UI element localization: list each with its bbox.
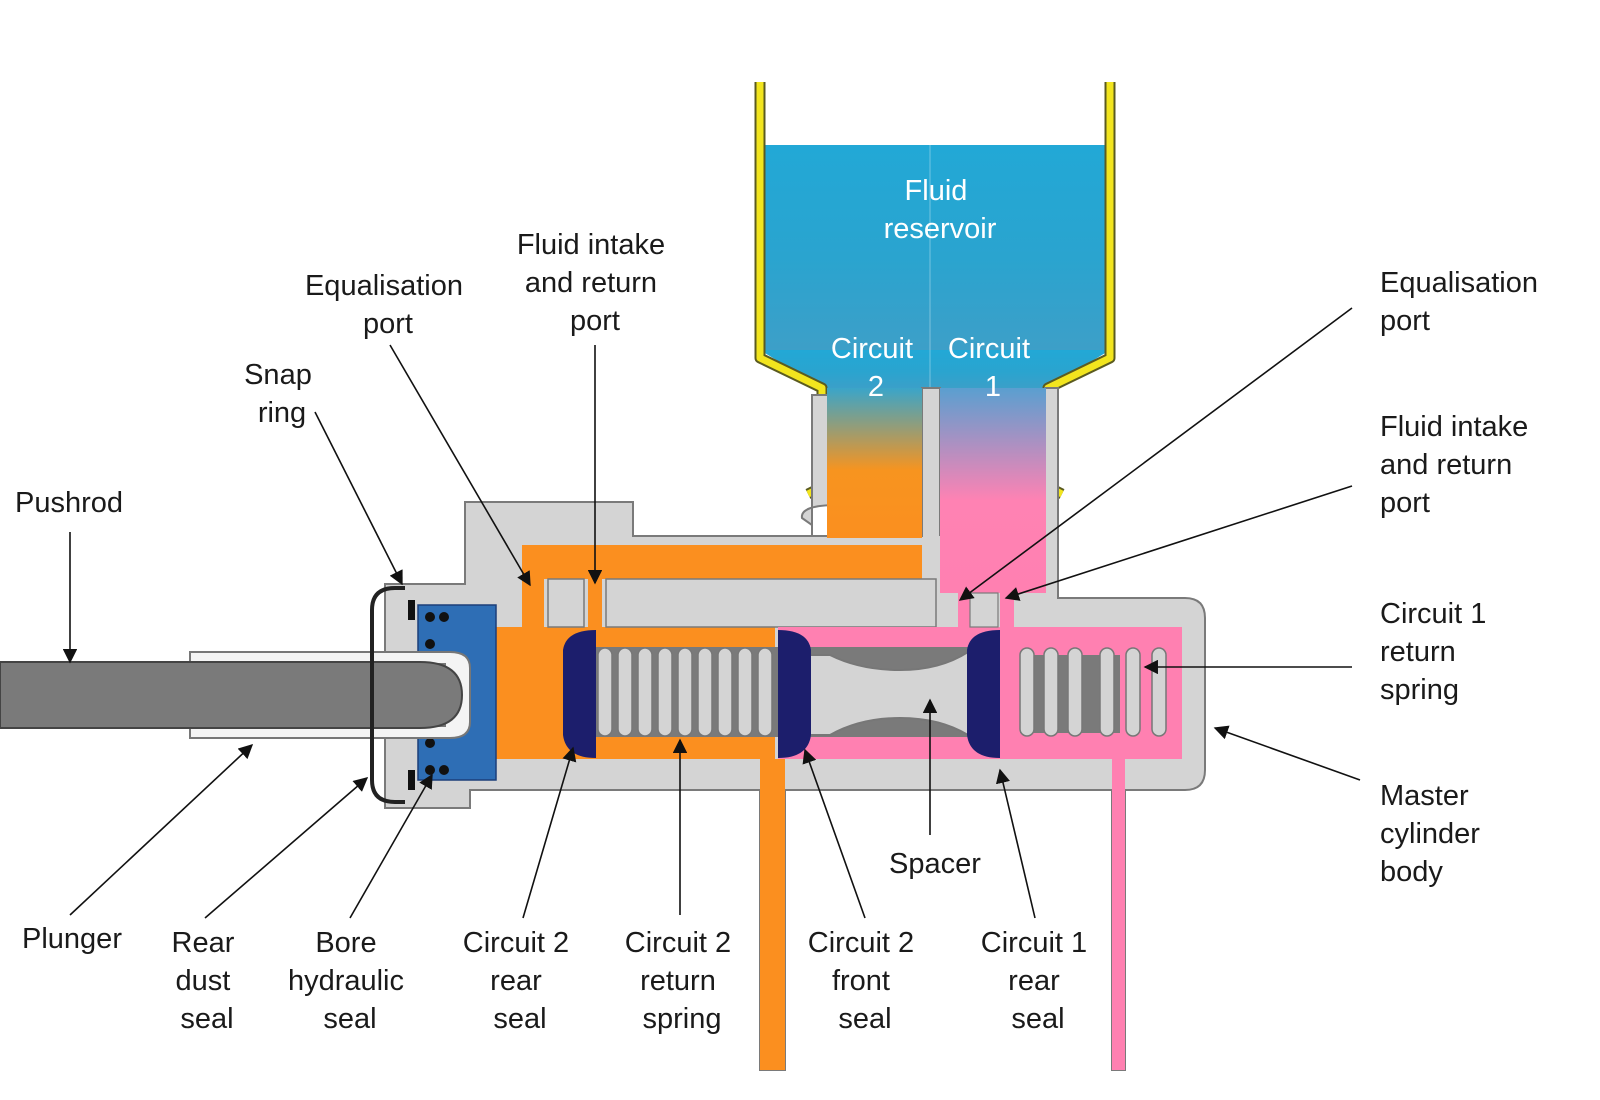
circuit2-return-spring [597, 647, 773, 737]
label-circuit2-return-spring: Circuit 2 return spring [625, 927, 739, 1035]
label-pushrod: Pushrod [15, 487, 123, 519]
label-plunger: Plunger [22, 923, 122, 955]
label-circuit1-return-spring: Circuit 1 return spring [1380, 598, 1494, 706]
label-circuit1-rear-seal: Circuit 1 rear seal [981, 927, 1095, 1035]
label-bore-hydraulic-seal: Bore hydraulic seal [288, 927, 412, 1035]
label-circuit2-top: Circuit 2 [831, 333, 921, 403]
label-spacer: Spacer [889, 848, 981, 880]
port-land-2 [605, 578, 937, 628]
label-equalisation-port-right: Equalisation port [1380, 267, 1546, 337]
circuit2-rear-seal [563, 630, 596, 758]
label-fluid-intake-right: Fluid intake and return port [1380, 411, 1536, 519]
label-fluid-intake-left: Fluid intake and return port [517, 229, 673, 337]
snap-ring [408, 600, 415, 620]
label-master-cylinder-body: Master cylinder body [1380, 780, 1488, 888]
label-equalisation-port-left: Equalisation port [305, 270, 471, 340]
rear-dust-seal [370, 586, 405, 804]
label-snap-ring: Snap ring [244, 359, 320, 429]
label-circuit1-top: Circuit 1 [948, 333, 1038, 403]
pushrod [0, 661, 464, 729]
bore-hydraulic-seal [425, 612, 449, 775]
leader-lines [62, 307, 1361, 919]
fluid-reservoir [760, 145, 1110, 390]
circuit1-rear-seal [967, 630, 1000, 758]
plunger [189, 651, 471, 739]
port-land-3 [969, 592, 999, 628]
port-land-1 [547, 578, 585, 628]
label-circuit2-rear-seal: Circuit 2 rear seal [463, 927, 577, 1035]
label-rear-dust-seal: Rear dust seal [172, 927, 243, 1035]
label-circuit2-front-seal: Circuit 2 front seal [808, 927, 922, 1035]
label-fluid-reservoir: Fluid reservoir [884, 175, 997, 245]
circuit2-front-seal [778, 630, 811, 758]
circuit1-return-spring [1019, 647, 1167, 737]
